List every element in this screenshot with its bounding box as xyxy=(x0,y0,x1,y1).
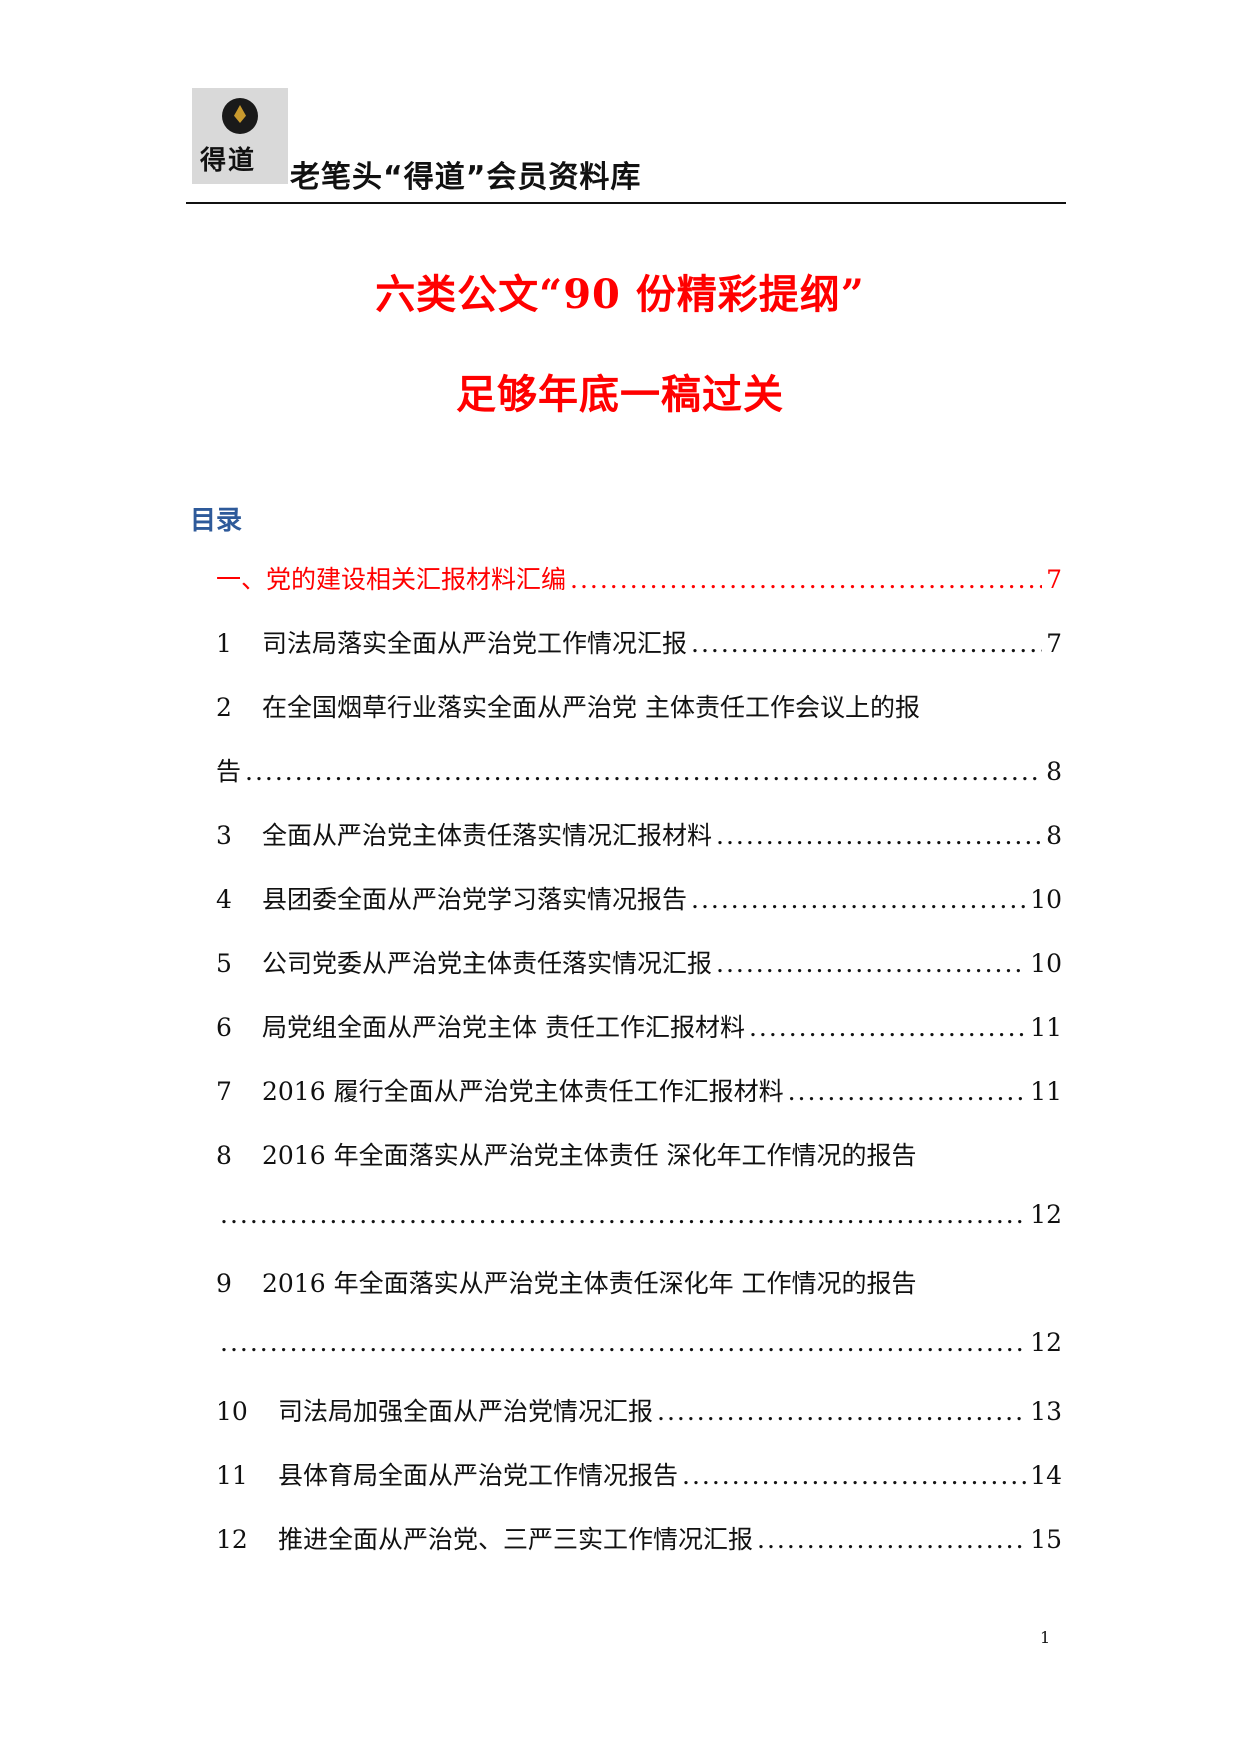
toc-section-1[interactable]: 一、党的建设相关汇报材料汇编 7 xyxy=(216,560,1062,596)
toc-item[interactable]: 12 推进全面从严治党、三严三实工作情况汇报 15 xyxy=(216,1520,1062,1556)
toc-item-label: 推进全面从严治党、三严三实工作情况汇报 xyxy=(278,1525,754,1554)
toc-section-label: 一、党的建设相关汇报材料汇编 xyxy=(216,565,567,594)
toc-item-number: 12 xyxy=(216,1525,248,1554)
toc-item-continuation[interactable]: 告 8 xyxy=(216,752,1062,788)
toc-item-number: 9 xyxy=(216,1269,232,1298)
toc-leader xyxy=(245,757,1042,786)
toc-leader xyxy=(716,949,1026,978)
toc-item-label: 公司党委从严治党主体责任落实情况汇报 xyxy=(262,949,713,978)
toc-page-number: 10 xyxy=(1030,885,1062,914)
toc-leader xyxy=(691,629,1042,658)
toc-item[interactable]: 3 全面从严治党主体责任落实情况汇报材料 8 xyxy=(216,816,1062,852)
toc-leader xyxy=(220,1328,1026,1357)
header-title: 老笔头“得道”会员资料库 xyxy=(290,160,642,195)
toc-item[interactable]: 9 2016 年全面落实从严治党主体责任深化年 工作情况的报告 xyxy=(216,1264,1062,1300)
toc-item[interactable]: 1 司法局落实全面从严治党工作情况汇报 7 xyxy=(216,624,1062,660)
toc-item-number: 3 xyxy=(216,821,232,850)
toc-leader xyxy=(657,1397,1026,1426)
toc-item-label-cont: 告 xyxy=(216,757,242,786)
toc-item-label: 司法局落实全面从严治党工作情况汇报 xyxy=(262,629,688,658)
toc-page-number: 11 xyxy=(1030,1077,1062,1106)
toc-item-number: 1 xyxy=(216,629,232,658)
toc-item-number: 10 xyxy=(216,1397,248,1426)
toc-page-number: 14 xyxy=(1030,1461,1062,1490)
toc-leader xyxy=(788,1077,1027,1106)
toc-leader xyxy=(220,1200,1026,1229)
toc-item[interactable]: 5 公司党委从严治党主体责任落实情况汇报 10 xyxy=(216,944,1062,980)
toc-item[interactable]: 7 2016 履行全面从严治党主体责任工作汇报材料 11 xyxy=(216,1072,1062,1108)
toc-page-number: 7 xyxy=(1046,565,1062,594)
toc-page-number: 15 xyxy=(1030,1525,1062,1554)
toc-item-label: 2016 年全面落实从严治党主体责任深化年 工作情况的报告 xyxy=(262,1269,917,1298)
toc-item-number: 5 xyxy=(216,949,232,978)
toc-item-continuation[interactable]: 12 xyxy=(216,1200,1062,1229)
toc-leader xyxy=(691,885,1026,914)
toc-item-number: 6 xyxy=(216,1013,232,1042)
toc-page-number: 10 xyxy=(1030,949,1062,978)
logo: 得道 xyxy=(192,88,288,184)
toc-item-label: 全面从严治党主体责任落实情况汇报材料 xyxy=(262,821,713,850)
toc-page-number: 8 xyxy=(1046,821,1062,850)
toc-leader xyxy=(757,1525,1026,1554)
toc-item-label: 司法局加强全面从严治党情况汇报 xyxy=(278,1397,654,1426)
toc-item-continuation[interactable]: 12 xyxy=(216,1328,1062,1357)
toc-item-label: 县团委全面从严治党学习落实情况报告 xyxy=(262,885,688,914)
toc-page-number: 12 xyxy=(1030,1200,1062,1229)
toc-page-number: 12 xyxy=(1030,1328,1062,1357)
page-header: 得道 老笔头“得道”会员资料库 xyxy=(186,86,1066,204)
toc-item-label: 县体育局全面从严治党工作情况报告 xyxy=(278,1461,679,1490)
toc-item[interactable]: 2 在全国烟草行业落实全面从严治党 主体责任工作会议上的报 xyxy=(216,688,1062,724)
toc-item-label: 局党组全面从严治党主体 责任工作汇报材料 xyxy=(262,1013,745,1042)
toc-page-number: 13 xyxy=(1030,1397,1062,1426)
pen-nib-icon xyxy=(222,98,258,134)
logo-text: 得道 xyxy=(200,146,257,176)
toc-item-number: 7 xyxy=(216,1077,232,1106)
toc-item[interactable]: 8 2016 年全面落实从严治党主体责任 深化年工作情况的报告 xyxy=(216,1136,1062,1172)
toc-page-number: 8 xyxy=(1046,757,1062,786)
toc-item[interactable]: 10 司法局加强全面从严治党情况汇报 13 xyxy=(216,1392,1062,1428)
toc-item-number: 2 xyxy=(216,693,232,722)
page-number: 1 xyxy=(1040,1628,1051,1647)
toc-leader xyxy=(716,821,1042,850)
toc-page-number: 11 xyxy=(1030,1013,1062,1042)
toc-item-number: 4 xyxy=(216,885,232,914)
toc-leader xyxy=(570,565,1042,594)
toc-page-number: 7 xyxy=(1046,629,1062,658)
toc-leader xyxy=(749,1013,1026,1042)
toc-item-label: 2016 履行全面从严治党主体责任工作汇报材料 xyxy=(262,1077,784,1106)
document-title-line2: 足够年底一稿过关 xyxy=(456,371,784,418)
toc-item[interactable]: 11 县体育局全面从严治党工作情况报告 14 xyxy=(216,1456,1062,1492)
toc-item[interactable]: 6 局党组全面从严治党主体 责任工作汇报材料 11 xyxy=(216,1008,1062,1044)
toc-item-label: 在全国烟草行业落实全面从严治党 主体责任工作会议上的报 xyxy=(262,693,920,722)
document-title-line1: 六类公文“90 份精彩提纲” xyxy=(375,271,865,318)
toc-item-label: 2016 年全面落实从严治党主体责任 深化年工作情况的报告 xyxy=(262,1141,917,1170)
toc-item-number: 11 xyxy=(216,1461,248,1490)
toc-item[interactable]: 4 县团委全面从严治党学习落实情况报告 10 xyxy=(216,880,1062,916)
toc-heading: 目录 xyxy=(190,506,243,536)
toc-item-number: 8 xyxy=(216,1141,232,1170)
header-divider xyxy=(186,202,1066,204)
toc-leader xyxy=(682,1461,1026,1490)
